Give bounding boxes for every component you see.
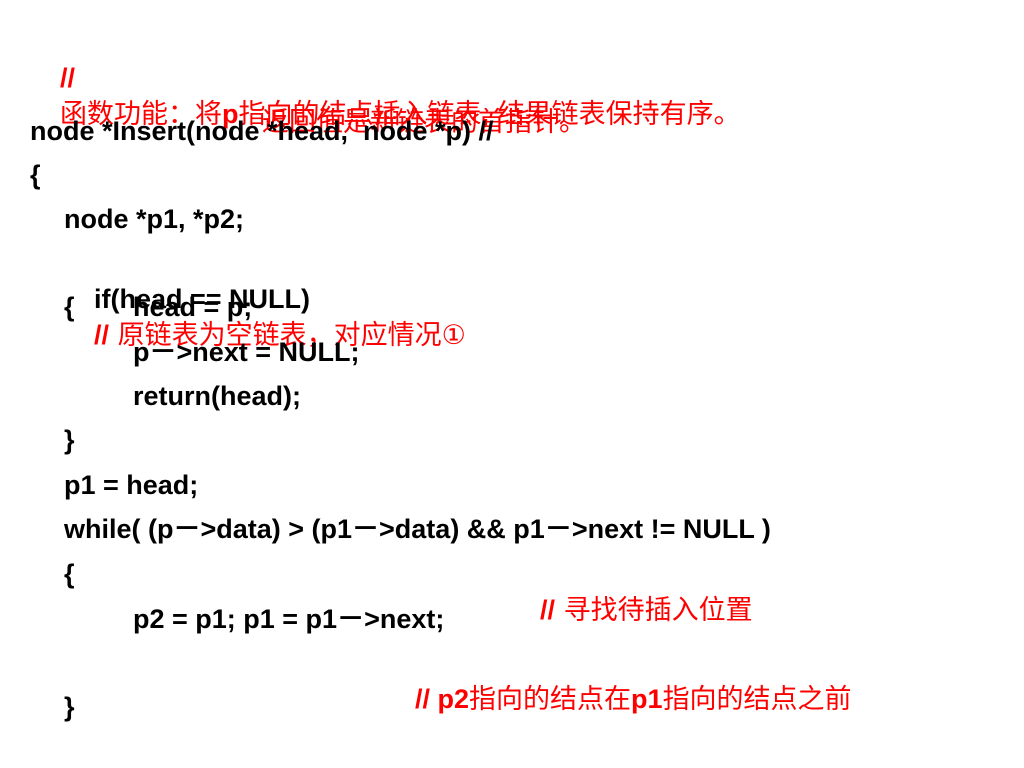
code-set-next-null: p－>next = NULL; xyxy=(133,337,360,367)
code-while-close-brace: } xyxy=(64,692,75,722)
while-comment-slashes: // xyxy=(540,595,556,625)
if-comment-slashes: // xyxy=(94,320,110,350)
p2-comment-p1: p1 xyxy=(631,684,663,714)
code-if-statement: if(head == NULL) xyxy=(94,284,311,314)
if-comment-text: 原链表为空链表，对应情况① xyxy=(109,320,466,351)
p2-comment-p2: p2 xyxy=(430,684,470,714)
code-assign-head: head = p; xyxy=(133,292,253,322)
code-declaration: node *p1, *p2; xyxy=(64,204,245,234)
while-comment: // 寻找待插入位置 xyxy=(510,556,753,665)
header-text-3: 结果链表保持有序。 xyxy=(489,99,741,130)
code-signature: node *Insert(node *head, node *p) // xyxy=(30,116,494,146)
p2-comment-text-1: 指向的结点在 xyxy=(469,684,632,715)
code-if-line: if(head == NULL) // 原链表为空链表，对应情况① xyxy=(64,245,466,390)
header-comment-line-1: // 函数功能：将p指向的结点插入链表, 结果链表保持有序。 xyxy=(30,24,741,169)
code-while-statement: while( (p－>data) > (p1－>data) && p1－>nex… xyxy=(64,514,771,544)
header-p: p xyxy=(222,99,239,129)
header-text-2: 指向的结点插入链表 xyxy=(238,99,482,130)
comment-slashes: // xyxy=(60,63,76,93)
header-text-1: 函数功能：将 xyxy=(60,99,223,130)
while-comment-text: 寻找待插入位置 xyxy=(555,595,753,626)
code-advance: p2 = p1; p1 = p1－>next; xyxy=(133,604,445,634)
code-p1-assign: p1 = head; xyxy=(64,470,199,500)
p2-comment-text-2: 指向的结点之前 xyxy=(662,684,852,715)
header-comment-line-2: 返回值是新链表的首指针。 xyxy=(232,68,586,177)
header-return-text: 返回值是新链表的首指针。 xyxy=(262,107,587,138)
code-open-brace: { xyxy=(30,160,41,190)
code-while-open-brace: { xyxy=(64,559,75,589)
code-if-close-brace: } xyxy=(64,425,75,455)
code-return-head: return(head); xyxy=(133,381,301,411)
p2-comment-slashes: // xyxy=(415,684,431,714)
header-comma: , xyxy=(481,99,490,129)
code-if-open-brace: { xyxy=(64,292,75,322)
p2-comment: // p2指向的结点在p1指向的结点之前 xyxy=(385,645,852,754)
